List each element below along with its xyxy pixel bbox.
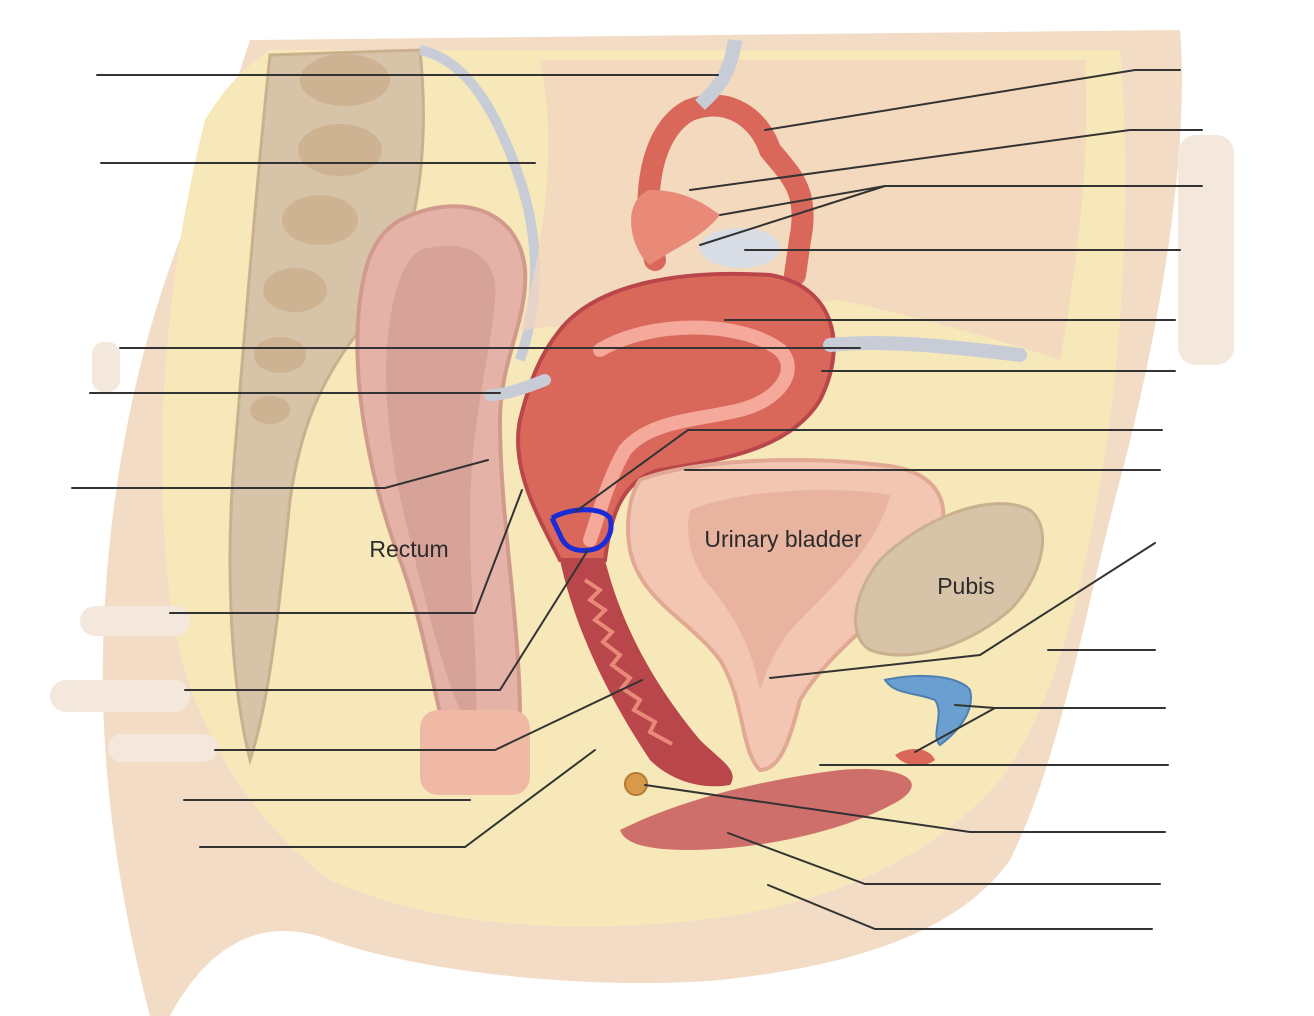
leader-line xyxy=(214,679,643,751)
leader-line xyxy=(184,549,589,691)
leader-line xyxy=(574,429,1163,513)
anal-sphincter xyxy=(420,710,530,795)
bladder-lumen xyxy=(688,490,890,690)
fimbriae xyxy=(631,190,720,265)
pubic-symphysis xyxy=(883,674,972,747)
round-ligament xyxy=(823,336,1027,362)
leader-line xyxy=(727,832,1161,885)
leader-line xyxy=(689,129,1203,191)
leader-line xyxy=(199,749,596,848)
leader-line xyxy=(769,542,1156,679)
erased-label-patches xyxy=(50,135,1234,762)
label-pubis: Pubis xyxy=(937,573,995,599)
vestibular-gland xyxy=(624,772,648,796)
clitoris xyxy=(895,748,935,766)
pubis xyxy=(854,502,1045,657)
labium xyxy=(620,769,912,850)
blue-marker-circle xyxy=(549,507,614,553)
leader-line xyxy=(699,185,886,246)
leader-line xyxy=(169,489,523,614)
vaginal-rugae xyxy=(583,578,673,746)
rectal-lumen xyxy=(386,245,496,740)
leader-line xyxy=(71,459,489,489)
suspensory-ligament xyxy=(695,38,742,111)
uterosacral-ligament xyxy=(484,374,551,401)
leader-line xyxy=(767,884,1153,930)
uterine-tube xyxy=(637,94,814,286)
endometrium xyxy=(583,320,795,547)
label-rectum: Rectum xyxy=(369,536,448,562)
left-leader-lines xyxy=(71,74,861,848)
leader-line xyxy=(644,784,1166,833)
leader-line xyxy=(764,69,1181,131)
label-urinary-bladder: Urinary bladder xyxy=(704,526,862,552)
right-leader-lines xyxy=(574,69,1203,930)
ovary xyxy=(700,228,780,268)
leader-line xyxy=(914,707,996,753)
vagina xyxy=(560,560,733,787)
